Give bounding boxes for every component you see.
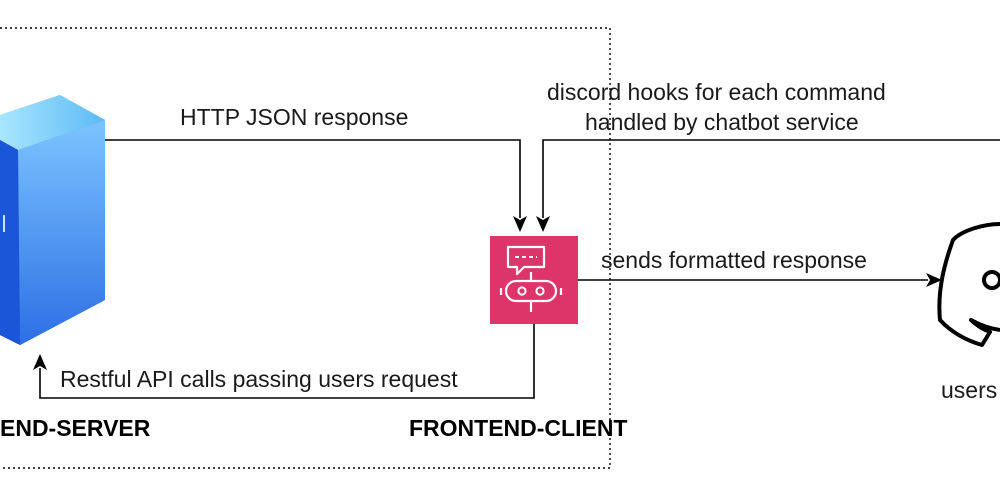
sends-formatted-response-label: sends formatted response [601, 247, 867, 273]
http-json-response-label: HTTP JSON response [180, 104, 408, 130]
discord-icon [937, 222, 1000, 347]
backend-server-label: END-SERVER [0, 415, 151, 441]
discord-hooks-label-line1: discord hooks for each command [547, 79, 886, 105]
discord-hooks-edge [536, 139, 1000, 232]
users-label: users [941, 377, 997, 403]
restful-api-calls-label: Restful API calls passing users request [60, 366, 458, 392]
restful-api-calls-edge [33, 324, 535, 399]
server-icon [0, 95, 105, 345]
frontend-client-label: FRONTEND-CLIENT [409, 415, 627, 441]
sends-formatted-response-edge [578, 273, 942, 287]
http-json-response-edge [105, 139, 527, 232]
system-boundary [0, 27, 611, 469]
chatbot-icon [490, 236, 578, 324]
discord-hooks-label-line2: handled by chatbot service [585, 109, 859, 135]
